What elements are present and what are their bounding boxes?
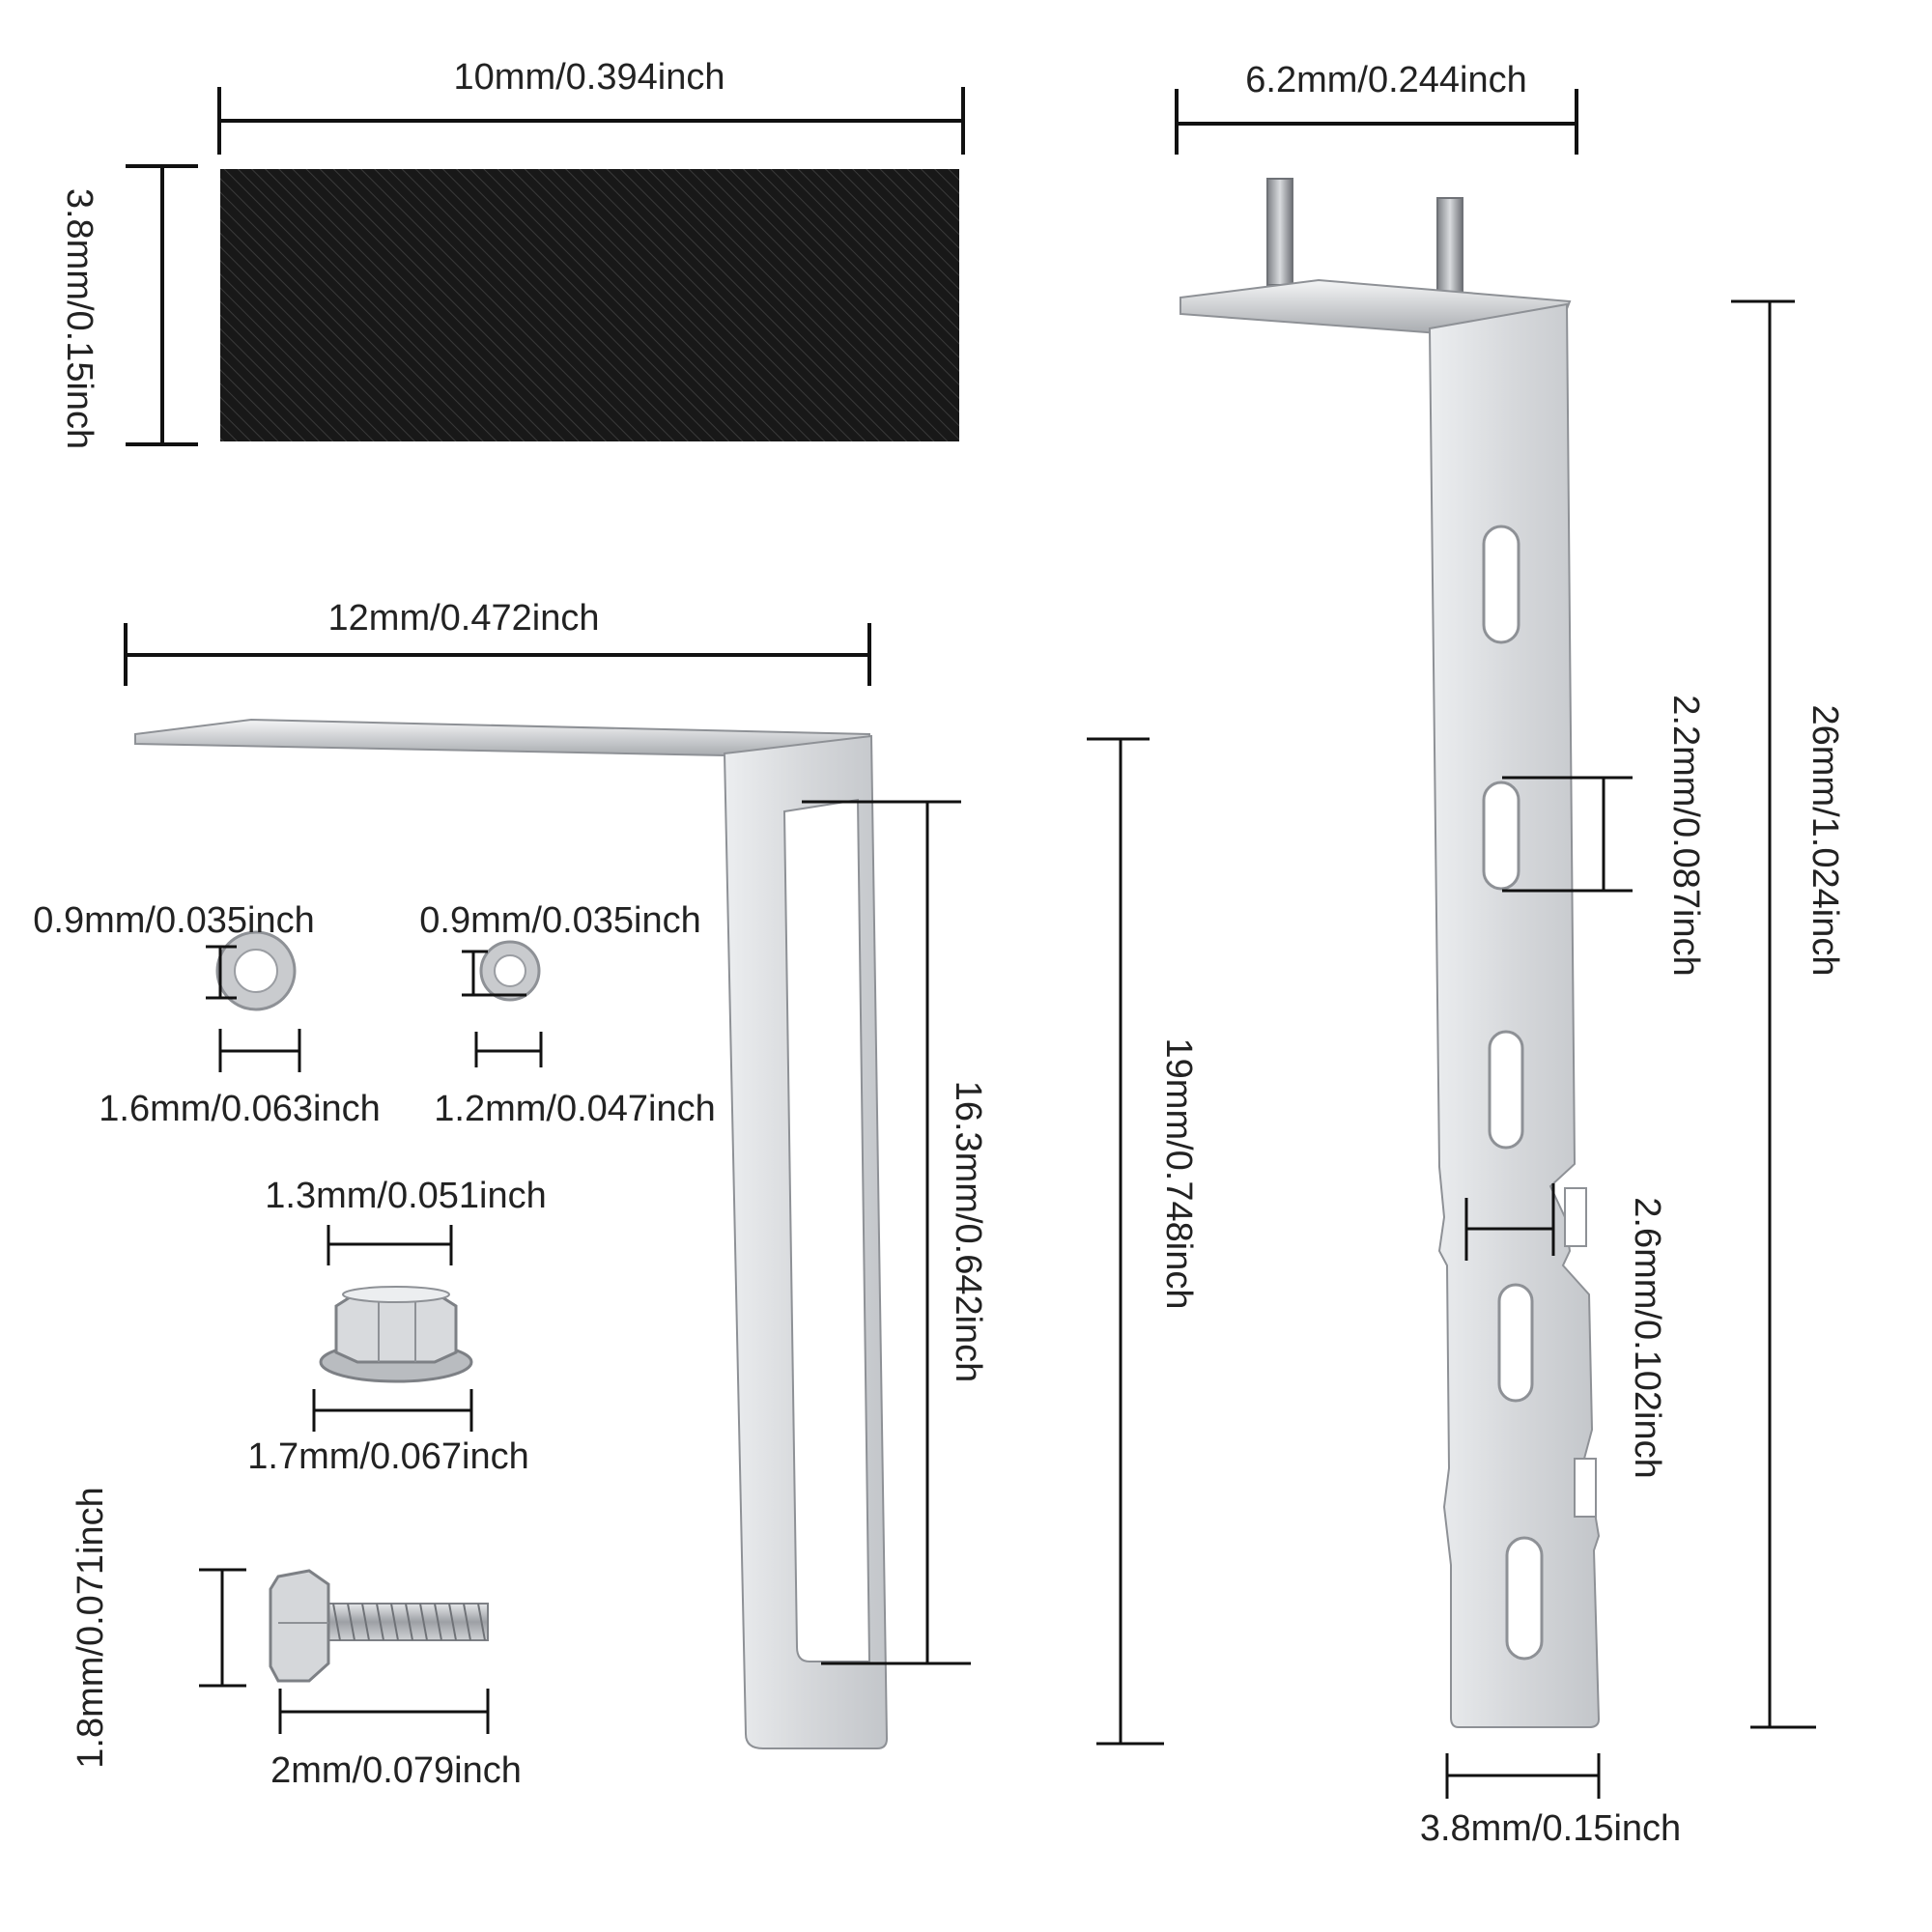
pad-width-dimension <box>217 87 965 155</box>
bolt-head-label: 1.8mm/0.071inch <box>71 1487 111 1769</box>
nut-height-dimension <box>327 1225 453 1265</box>
bolt-length-dimension <box>278 1689 490 1734</box>
washer2-thickness-label: 0.9mm/0.035inch <box>419 900 701 941</box>
small-bracket-width-dimension <box>124 623 871 686</box>
washer1-thickness-label: 0.9mm/0.035inch <box>33 900 315 941</box>
adhesive-pad <box>220 169 959 441</box>
small-bracket-width-label: 12mm/0.472inch <box>328 598 600 639</box>
nut-height-label: 1.3mm/0.051inch <box>265 1176 547 1216</box>
washer1-diameter-dimension <box>218 1029 301 1072</box>
slot-length-dimension <box>802 800 971 1665</box>
large-bracket <box>1179 178 1601 1728</box>
washer-small <box>479 940 541 1002</box>
pad-height-label: 3.8mm/0.15inch <box>59 188 99 449</box>
large-top-width-label: 6.2mm/0.244inch <box>1245 60 1527 100</box>
hex-flange-nut <box>319 1286 473 1383</box>
washer1-diameter-label: 1.6mm/0.063inch <box>99 1089 381 1129</box>
large-offset-dimension <box>1464 1183 1555 1261</box>
large-height-label: 26mm/1.024inch <box>1804 705 1845 977</box>
large-bottom-width-label: 3.8mm/0.15inch <box>1420 1808 1681 1849</box>
washer-large <box>215 930 297 1011</box>
small-bracket <box>134 718 889 1749</box>
bolt-head-dimension <box>199 1568 246 1688</box>
small-bracket-height-dimension <box>1087 737 1164 1746</box>
washer2-diameter-dimension <box>474 1032 543 1067</box>
slot-length-label: 16.3mm/0.642inch <box>948 1081 988 1383</box>
washer2-diameter-label: 1.2mm/0.047inch <box>434 1089 716 1129</box>
nut-width-label: 1.7mm/0.067inch <box>247 1436 529 1477</box>
large-height-dimension <box>1731 299 1816 1729</box>
large-offset-label: 2.6mm/0.102inch <box>1627 1197 1667 1479</box>
bolt-length-label: 2mm/0.079inch <box>270 1750 522 1791</box>
large-slot-dimension <box>1502 776 1633 893</box>
pad-height-dimension <box>126 164 198 446</box>
hex-bolt <box>269 1569 489 1683</box>
small-bracket-height-label: 19mm/0.748inch <box>1158 1038 1199 1310</box>
washer2-thickness-dimension <box>462 950 526 997</box>
large-slot-label: 2.2mm/0.087inch <box>1665 695 1706 977</box>
washer1-thickness-dimension <box>206 945 237 1000</box>
large-bottom-width-dimension <box>1445 1753 1601 1799</box>
large-top-width-dimension <box>1175 89 1578 155</box>
pad-width-label: 10mm/0.394inch <box>454 57 725 98</box>
nut-width-dimension <box>312 1389 473 1432</box>
